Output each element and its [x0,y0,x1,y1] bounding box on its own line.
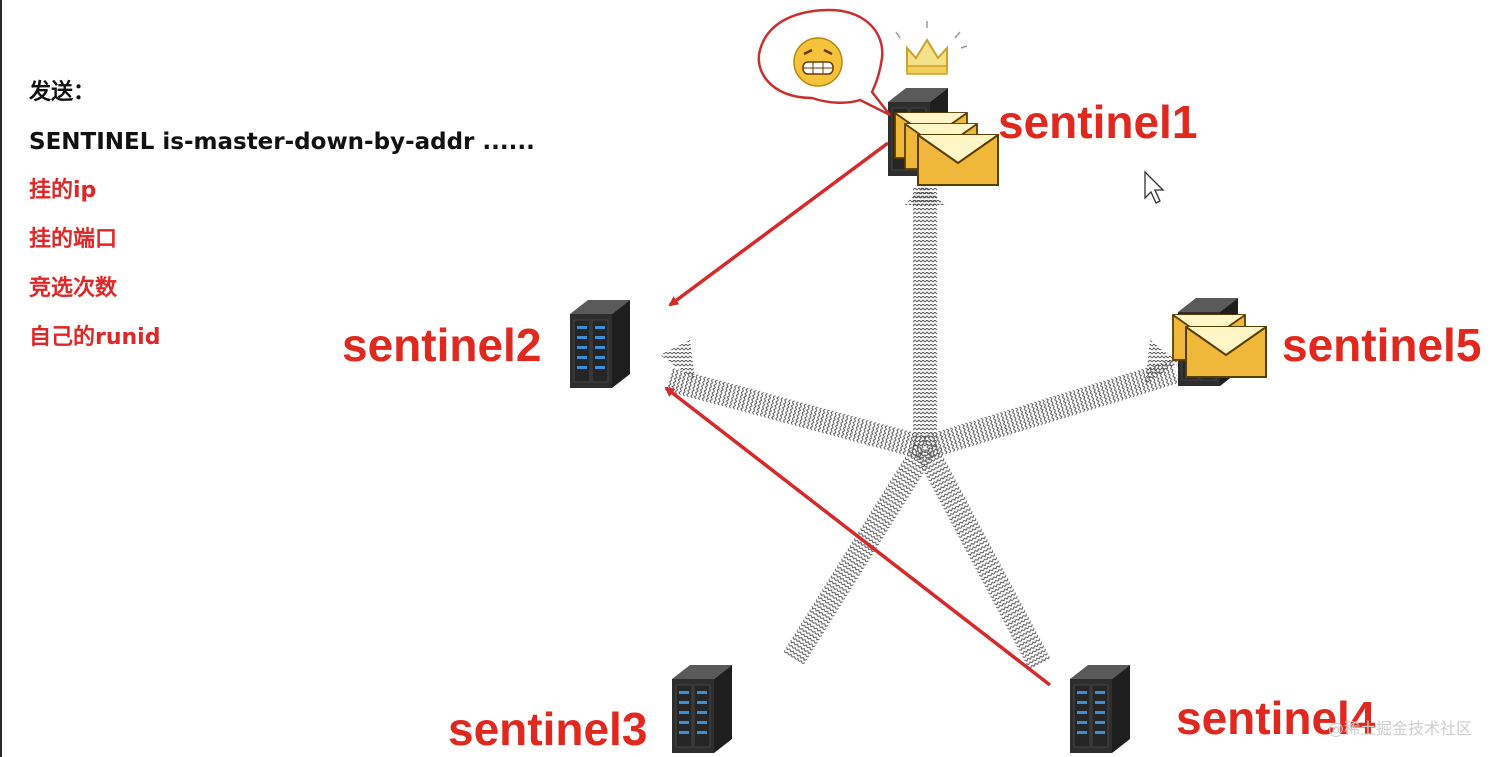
beam-arrowheads [660,184,1178,385]
sentinel4-label: sentinel4 [1176,692,1376,744]
envelope-stack-sentinel5 [1172,314,1267,378]
server-icon [569,299,631,389]
vote-arrow-sentinel1-to-sentinel2 [668,141,890,307]
sentinel3-label: sentinel3 [448,703,648,755]
param-election-count: 竞选次数 [29,276,118,301]
beam-to-sentinel2 [665,367,929,460]
watermark: @稀土掘金技术社区 [1328,719,1473,738]
sentinel1-label: sentinel1 [998,96,1198,148]
server-icon [1069,664,1131,754]
grin-emoji-icon [793,37,843,87]
server-icon [671,664,733,754]
info-command: SENTINEL is-master-down-by-addr ...... [29,129,535,155]
beam-to-sentinel5 [921,359,1180,460]
cursor-icon [1144,170,1165,204]
message-info: 发送： SENTINEL is-master-down-by-addr ....… [29,82,535,376]
sentinel5-label: sentinel5 [1282,319,1482,371]
window-edge [0,0,2,757]
param-runid: 自己的runid [29,325,161,350]
envelope-icon [917,134,999,186]
sentinel2-label: sentinel2 [342,319,542,371]
info-title: 发送： [29,80,96,105]
param-ip: 挂的ip [29,178,97,203]
envelope-icon [1185,326,1267,378]
beam-to-sentinel4 [914,442,1051,670]
crown-icon [895,21,968,75]
beam-to-sentinel1 [913,188,937,448]
vote-arrow-sentinel4-to-sentinel2 [664,386,1052,687]
beam-to-sentinel3 [783,441,936,665]
broadcast-beams [660,184,1180,670]
param-port: 挂的端口 [29,227,118,252]
